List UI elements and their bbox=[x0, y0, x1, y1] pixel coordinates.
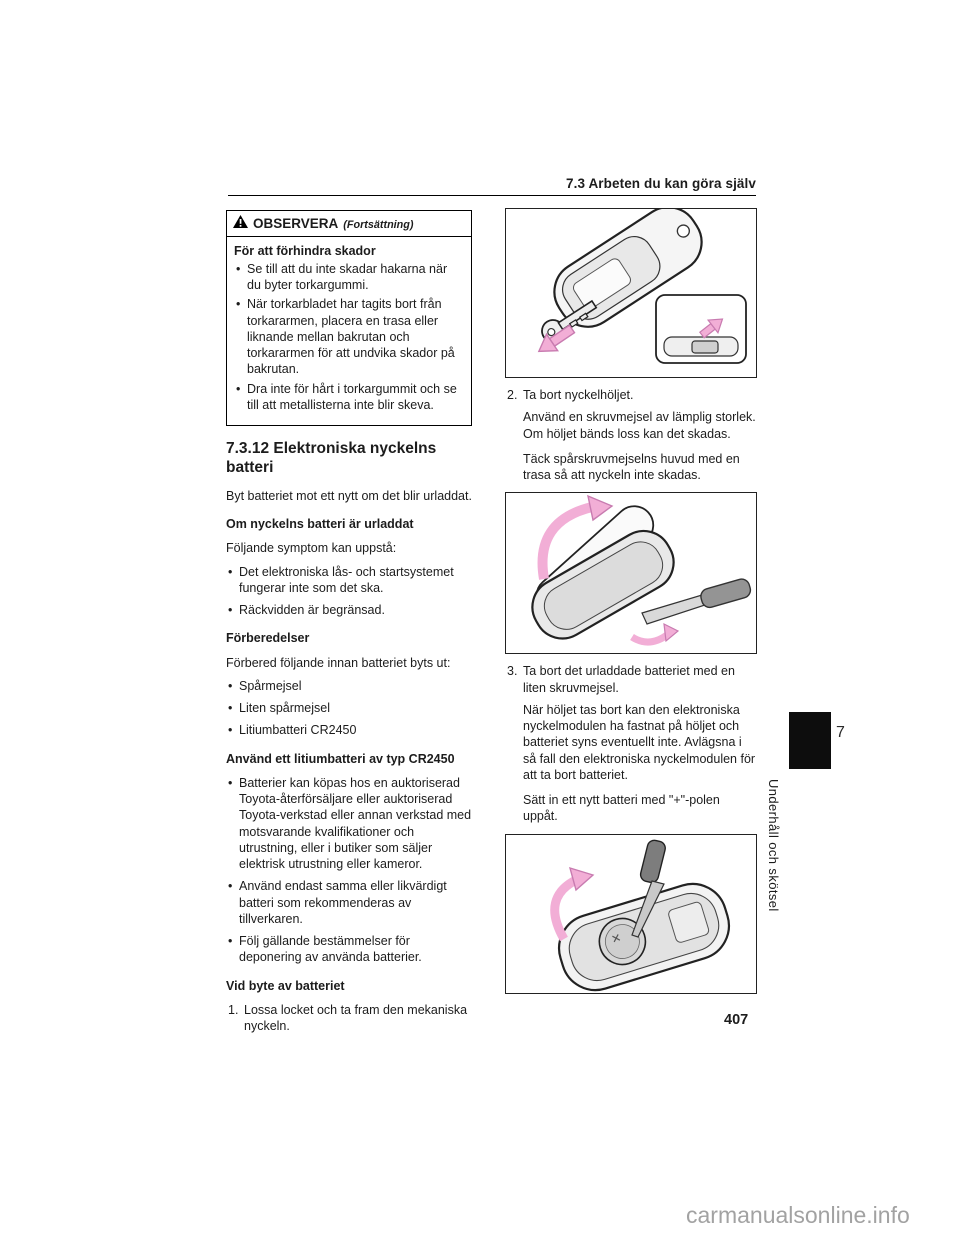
section-heading: 7.3.12 Elektroniska nyckelns batteri bbox=[226, 440, 437, 477]
caution-box: OBSERVERA (Fortsättning) För att förhind… bbox=[226, 210, 472, 427]
paragraph: Följande symptom kan uppstå: bbox=[226, 541, 397, 556]
caution-bullet: Dra inte för hårt i torkargummit och se … bbox=[234, 381, 464, 414]
right-column: 2. Ta bort nyckelhöljet. Använd en skruv… bbox=[505, 208, 757, 1003]
step-text: Lossa locket och ta fram den mekaniska n… bbox=[244, 1002, 468, 1034]
subsection-heading: Vid byte av batteriet bbox=[226, 978, 345, 993]
step-number: 2. bbox=[507, 388, 518, 402]
bullet-item: Räckvidden är begränsad. bbox=[226, 602, 472, 619]
bullet-item: Liten spårmejsel bbox=[226, 700, 472, 717]
step-3: 3. Ta bort det urladdade batteriet med e… bbox=[507, 663, 757, 696]
step-text: Ta bort det urladdade batteriet med en l… bbox=[523, 664, 735, 695]
caution-box-header: OBSERVERA (Fortsättning) bbox=[227, 211, 471, 237]
caution-continuation: (Fortsättning) bbox=[343, 218, 414, 231]
figure-prying-cover bbox=[505, 492, 757, 655]
bullet-item: Det elektroniska lås- och startsystemet … bbox=[226, 564, 472, 597]
running-header: 7.3 Arbeten du kan göra själv bbox=[566, 176, 756, 191]
chapter-side-label: Underhåll och skötsel bbox=[766, 779, 781, 912]
step-paragraph: Sätt in ett nytt batteri med "+"-polen u… bbox=[523, 793, 720, 824]
key-fob-illustration-1 bbox=[537, 209, 747, 364]
chapter-tab-block bbox=[789, 712, 831, 769]
step-number: 3. bbox=[507, 664, 518, 679]
bullet-item: Litiumbatteri CR2450 bbox=[226, 722, 472, 739]
step-paragraph: Täck spårskruvmejselns huvud med en tras… bbox=[523, 451, 740, 482]
paragraph: Byt batteriet mot ett nytt om det blir u… bbox=[226, 488, 472, 503]
caution-box-body: För att förhindra skador Se till att du … bbox=[227, 237, 471, 426]
step-2: 2. Ta bort nyckelhöljet. bbox=[507, 387, 757, 403]
caution-bullet: När torkarbladet har tagits bort från to… bbox=[234, 296, 464, 377]
key-fob-illustration-3 bbox=[550, 839, 730, 991]
bullet-item: Använd endast samma eller likvärdigt bat… bbox=[226, 878, 472, 927]
step-number: 1. bbox=[228, 1002, 239, 1017]
bullet-item: Spårmejsel bbox=[226, 678, 472, 695]
subsection-heading: Om nyckelns batteri är urladdat bbox=[226, 517, 414, 532]
header-rule bbox=[228, 195, 756, 196]
step-paragraph: Använd en skruvmejsel av lämplig storlek… bbox=[523, 410, 756, 441]
figure-battery-removal bbox=[505, 833, 757, 994]
caution-title: OBSERVERA bbox=[253, 216, 339, 231]
warning-triangle-icon bbox=[233, 215, 248, 232]
bullet-item: Batterier kan köpas hos en auktoriserad … bbox=[226, 775, 472, 873]
watermark: carmanualsonline.info bbox=[686, 1202, 910, 1228]
step-paragraph: När höljet tas bort kan den elektroniska… bbox=[523, 702, 756, 782]
paragraph: Förbered följande innan batteriet byts u… bbox=[226, 655, 451, 670]
step-1: 1. Lossa locket och ta fram den mekanisk… bbox=[228, 1002, 472, 1035]
page-number: 407 bbox=[724, 1012, 749, 1028]
key-fob-illustration-2 bbox=[531, 495, 752, 646]
subsection-heading: Använd ett litiumbatteri av typ CR2450 bbox=[226, 751, 455, 766]
caution-subheading: För att förhindra skador bbox=[234, 243, 376, 258]
step-text: Ta bort nyckelhöljet. bbox=[523, 388, 634, 402]
subsection-heading: Förberedelser bbox=[226, 631, 310, 646]
chapter-number: 7 bbox=[836, 724, 845, 741]
caution-bullet: Se till att du inte skadar hakarna när d… bbox=[234, 261, 464, 294]
bullet-item: Följ gällande bestämmelser för deponerin… bbox=[226, 933, 472, 966]
figure-key-cover-removal bbox=[505, 208, 757, 378]
left-column: OBSERVERA (Fortsättning) För att förhind… bbox=[226, 210, 472, 1040]
